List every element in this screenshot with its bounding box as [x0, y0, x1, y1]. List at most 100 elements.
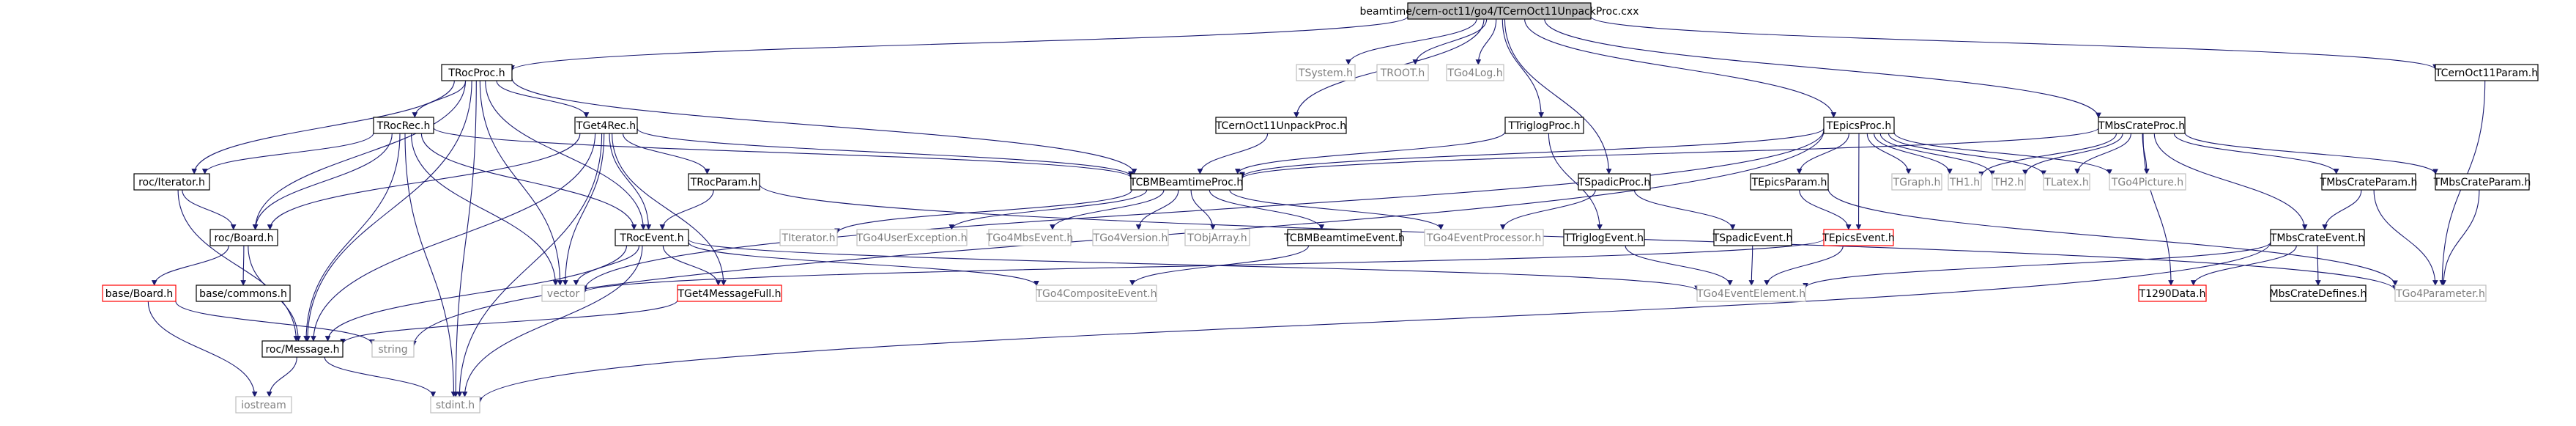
node-label-TGo4EventElement: TGo4EventElement.h	[1696, 288, 1805, 300]
node-baseCommons[interactable]: base/commons.h	[196, 284, 291, 302]
node-MbsCrateDefines[interactable]: MbsCrateDefines.h	[2270, 284, 2367, 302]
node-TGo4Version: TGo4Version.h	[1092, 229, 1169, 246]
node-box-TMbsCrateParam2	[2435, 173, 2530, 191]
edge-root-to-TGo4Log	[1475, 18, 1497, 65]
edge-TGet4Rec-to-TRocParam	[622, 133, 710, 175]
node-TMbsCrateProc[interactable]: TMbsCrateProc.h	[2098, 117, 2186, 134]
node-rocMessage[interactable]: roc/Message.h	[261, 340, 344, 358]
node-TMbsCrateParam2[interactable]: TMbsCrateParam.h	[2433, 173, 2531, 191]
node-TGo4Parameter: TGo4Parameter.h	[2394, 284, 2487, 302]
node-label-TSystem: TSystem.h	[1298, 67, 1353, 79]
edge-TGet4Rec-to-TRocEvent	[609, 133, 652, 230]
edge-TEpicsProc-to-TGo4Picture	[1893, 132, 2112, 175]
node-TGet4MessageFull[interactable]: TGet4MessageFull.h	[677, 284, 782, 302]
node-box-TTriglogProc	[1504, 117, 1584, 134]
node-TEpicsEvent[interactable]: TEpicsEvent.h	[1822, 229, 1895, 246]
node-box-TGo4UserException	[856, 229, 968, 246]
node-TROOT: TROOT.h	[1376, 64, 1429, 81]
edge-TMbsCrateEvent-to-MbsCrateDefines	[2315, 245, 2321, 286]
node-baseBoard[interactable]: base/Board.h	[102, 284, 177, 302]
node-TRocRec[interactable]: TRocRec.h	[373, 117, 434, 134]
node-label-TGo4CompositeEvent: TGo4CompositeEvent.h	[1035, 288, 1157, 300]
node-TCBMBeamtimeProc[interactable]: TCBMBeamtimeProc.h	[1129, 173, 1244, 191]
node-label-TH1: TH1.h	[1949, 177, 1980, 188]
edge-TRocProc-to-TRocRec	[412, 80, 467, 118]
node-label-stdint: stdint.h	[436, 400, 475, 411]
edge-TRocEvent-to-rocMessage	[324, 245, 628, 342]
node-label-baseCommons: base/commons.h	[199, 288, 287, 300]
edge-TMbsCrateEvent-to-stdint	[477, 241, 2271, 403]
node-TCBMBeamtimeEvent[interactable]: TCBMBeamtimeEvent.h	[1283, 229, 1405, 246]
node-TGet4Rec[interactable]: TGet4Rec.h	[574, 117, 638, 134]
edge-rocMessage-to-stdint	[324, 356, 437, 397]
node-TSpadicProc[interactable]: TSpadicProc.h	[1578, 173, 1651, 191]
node-box-TObjArray	[1184, 229, 1250, 246]
node-label-TGo4EventProcessor: TGo4EventProcessor.h	[1426, 232, 1541, 244]
node-label-TMbsCrateEvent: TMbsCrateEvent.h	[2270, 232, 2364, 244]
node-TTriglogProc[interactable]: TTriglogProc.h	[1504, 117, 1584, 134]
node-label-TSpadicEvent: TSpadicEvent.h	[1712, 232, 1793, 244]
edge-TRocRec-to-TCBMBeamtimeProc	[433, 127, 1134, 179]
edge-rocBoard-to-baseBoard	[151, 245, 229, 286]
node-box-TMbsCrateEvent	[2270, 229, 2365, 246]
node-TH2: TH2.h	[1992, 173, 2026, 191]
edge-TMbsCrateProc-to-TMbsCrateParam2	[2184, 132, 2438, 175]
edge-TRocParam-to-TRocEvent	[659, 189, 714, 230]
node-TMbsCrateParam1[interactable]: TMbsCrateParam.h	[2320, 173, 2418, 191]
edge-rocIterator-to-rocMessage	[177, 189, 300, 342]
node-label-T1290Data: T1290Data.h	[2139, 288, 2206, 300]
edge-TEpicsProc-to-TCBMBeamtimeProc	[1239, 128, 1825, 178]
node-label-TRocEvent: TRocEvent.h	[619, 232, 683, 244]
edge-baseBoard-to-string	[175, 301, 375, 345]
node-label-baseBoard: base/Board.h	[105, 288, 174, 300]
node-T1290Data[interactable]: T1290Data.h	[2138, 284, 2207, 302]
edge-TRocRec-to-rocIterator	[201, 132, 374, 175]
edge-TCBMBeamtimeProc-to-TIterator	[834, 189, 1132, 235]
edge-TGet4Rec-to-rocBoard	[267, 133, 581, 230]
node-TRocProc[interactable]: TRocProc.h	[441, 64, 513, 81]
node-TCernOct11Param[interactable]: TCernOct11Param.h	[2435, 64, 2539, 81]
node-box-TEpicsEvent	[1823, 229, 1894, 246]
edge-TRocProc-to-rocIterator	[191, 80, 455, 175]
edge-TRocProc-to-vector	[479, 80, 563, 286]
node-box-TLatex	[2043, 173, 2090, 191]
node-string: string	[371, 340, 415, 358]
node-box-TGraph	[1891, 173, 1942, 191]
node-label-TTriglogEvent: TTriglogEvent.h	[1564, 232, 1644, 244]
node-rocBoard[interactable]: roc/Board.h	[209, 229, 278, 246]
node-TGraph: TGraph.h	[1891, 173, 1942, 191]
edge-TCBMBeamtimeProc-to-TGo4MbsEvent	[1050, 189, 1165, 230]
node-rocIterator[interactable]: roc/Iterator.h	[133, 173, 210, 191]
node-box-baseBoard	[102, 284, 177, 302]
node-TEpicsProc[interactable]: TEpicsProc.h	[1823, 117, 1895, 134]
edge-TGet4Rec-to-vector	[562, 133, 605, 286]
node-label-TSpadicProc: TSpadicProc.h	[1578, 177, 1651, 188]
node-TSpadicEvent[interactable]: TSpadicEvent.h	[1712, 229, 1793, 246]
edge-TTriglogProc-to-TCBMBeamtimeProc	[1235, 131, 1506, 175]
node-TMbsCrateEvent[interactable]: TMbsCrateEvent.h	[2270, 229, 2365, 246]
node-box-MbsCrateDefines	[2270, 284, 2367, 302]
node-TRocEvent[interactable]: TRocEvent.h	[615, 229, 689, 246]
node-TEpicsParam[interactable]: TEpicsParam.h	[1750, 173, 1829, 191]
node-box-TRocEvent	[615, 229, 689, 246]
node-box-stdint	[430, 396, 480, 414]
node-label-iostream: iostream	[241, 400, 286, 411]
edge-TEpicsParam-to-TGo4Parameter	[1827, 188, 2398, 287]
node-box-TTriglogEvent	[1563, 229, 1645, 246]
edge-TMbsCrateEvent-to-TGo4EventElement	[1803, 241, 2271, 289]
node-TRocParam[interactable]: TRocParam.h	[688, 173, 760, 191]
node-box-TEpicsParam	[1750, 173, 1829, 191]
node-TH1: TH1.h	[1948, 173, 1982, 191]
node-TCernOct11UnpackProc[interactable]: TCernOct11UnpackProc.h	[1215, 117, 1347, 134]
node-TTriglogEvent[interactable]: TTriglogEvent.h	[1563, 229, 1645, 246]
node-box-TMbsCrateProc	[2098, 117, 2186, 134]
node-box-TGo4MbsEvent	[988, 229, 1072, 246]
node-label-vector: vector	[547, 288, 580, 300]
edge-rocIterator-to-rocBoard	[182, 189, 237, 230]
node-label-TGet4MessageFull: TGet4MessageFull.h	[677, 288, 781, 300]
node-box-TGo4Picture	[2109, 173, 2186, 191]
edge-TMbsCrateProc-to-TGo4Picture	[2142, 133, 2150, 175]
node-box-TRocRec	[373, 117, 434, 134]
edge-TRocRec-to-rocMessage	[303, 133, 401, 342]
edge-root-to-TSystem	[1345, 18, 1477, 65]
